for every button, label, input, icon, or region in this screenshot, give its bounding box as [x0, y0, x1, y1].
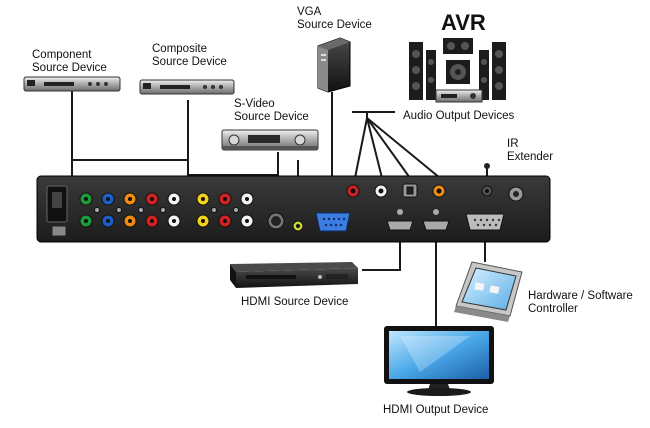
svideo-source-label: S-Video Source Device — [234, 98, 309, 124]
svideo-port — [267, 212, 285, 230]
controller-label: Hardware / Software Controller — [528, 290, 633, 316]
hdmi-ports — [386, 209, 450, 231]
svideo-label-line2: Source Device — [234, 111, 309, 123]
component-label-line1: Component — [32, 49, 92, 61]
ir-label-line1: IR — [507, 138, 519, 150]
avr-title: AVR — [441, 10, 486, 35]
rca-jacks — [79, 192, 254, 228]
ir-label-line2: Extender — [507, 151, 554, 163]
vga-label-line2: Source Device — [297, 19, 372, 31]
hdmi-source-device — [230, 262, 358, 288]
vga-label-line1: VGA — [297, 6, 322, 18]
wire-hdmi-source — [362, 232, 401, 271]
wire-audio-3 — [366, 117, 411, 179]
ir-extender-device — [484, 163, 490, 169]
component-label-line2: Source Device — [32, 62, 107, 74]
switcher-rear-panel — [36, 175, 551, 243]
composite-label-line1: Composite — [152, 43, 207, 55]
hdmi-output-device — [384, 326, 494, 396]
ir-port — [481, 185, 493, 197]
audio-output-ports — [346, 183, 446, 198]
component-source-label: Component Source Device — [32, 49, 107, 75]
controller-label-line1: Hardware / Software — [528, 290, 633, 302]
avr-system — [409, 38, 506, 103]
wire-audio-4 — [366, 117, 441, 179]
audio-output-label: Audio Output Devices — [403, 110, 515, 122]
svideo-label-line1: S-Video — [234, 98, 275, 110]
composite-source-device — [139, 79, 235, 95]
serial-port — [465, 213, 505, 231]
vga-source-label: VGA Source Device — [297, 6, 372, 32]
hdmi-output-label: HDMI Output Device — [383, 404, 489, 416]
composite-label-line2: Source Device — [152, 56, 227, 68]
hdmi-source-label: HDMI Source Device — [241, 296, 349, 308]
ir-extender-label: IR Extender — [507, 138, 553, 164]
svideo-source-device — [221, 129, 319, 151]
vga-source-device — [317, 37, 351, 93]
controller-device — [454, 261, 523, 322]
minijack-port — [292, 220, 304, 232]
component-source-device — [23, 76, 121, 92]
dc-port — [508, 186, 524, 202]
wire-audio-1 — [354, 117, 368, 179]
vga-port — [315, 212, 351, 232]
wire-audio-2 — [366, 117, 383, 179]
composite-source-label: Composite Source Device — [152, 43, 227, 69]
controller-label-line2: Controller — [528, 303, 578, 315]
